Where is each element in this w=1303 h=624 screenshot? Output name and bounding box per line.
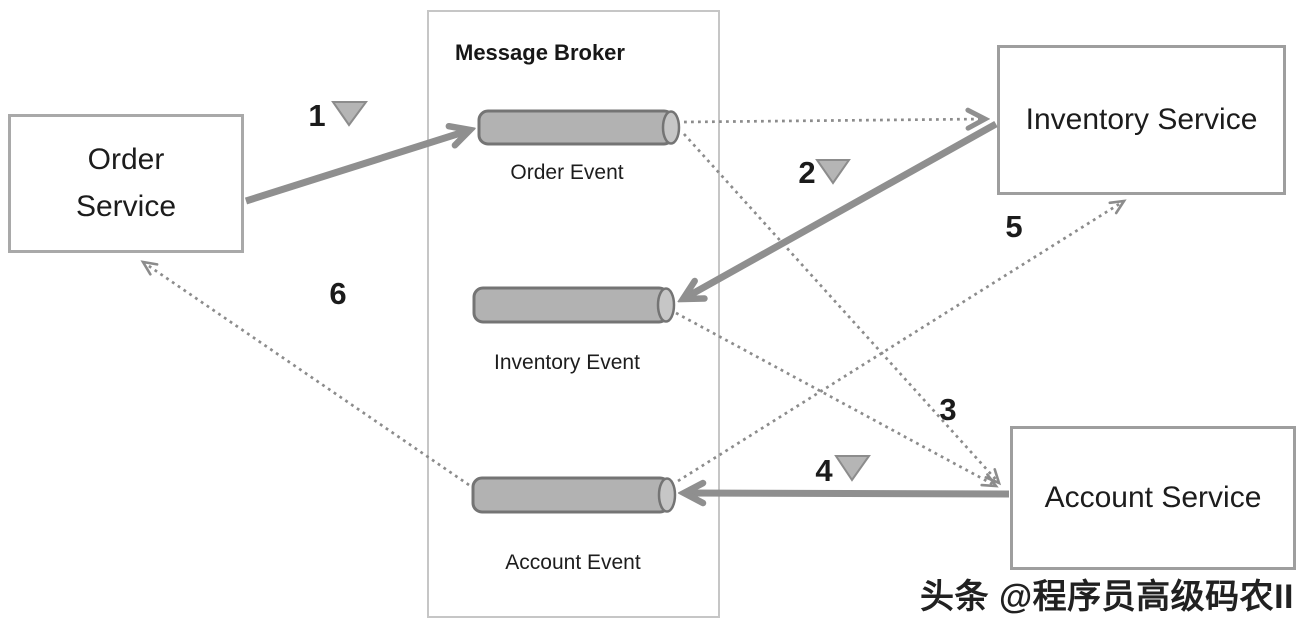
step-label-4: 4 xyxy=(815,453,833,488)
inventory-service-label: Inventory Service xyxy=(1025,103,1258,136)
account-service-label: Account Service xyxy=(1044,481,1262,514)
edge-inventory-service-to-inventory-event xyxy=(683,120,998,299)
edge-order-service-to-order-event xyxy=(244,130,470,205)
account-service-node: Account Service xyxy=(1010,426,1296,570)
inventory-service-node: Inventory Service xyxy=(997,45,1286,195)
step-4-triangle-icon xyxy=(834,455,871,482)
edge-order-event-to-account-service xyxy=(682,133,1002,486)
edge-account-event-to-order-service xyxy=(140,260,470,487)
step-label-6: 6 xyxy=(329,276,347,311)
message-broker-title: Message Broker xyxy=(455,40,625,65)
step-label-5: 5 xyxy=(1005,209,1023,244)
step-1-triangle-icon xyxy=(331,101,368,127)
step-label-1: 1 xyxy=(308,98,326,133)
edge-account-event-to-inventory-service xyxy=(677,199,1127,483)
order-service-node: Order Service xyxy=(8,114,244,253)
watermark-text: 头条 @程序员高级码农II xyxy=(920,578,1294,616)
queue-label-account-event: Account Event xyxy=(505,551,641,574)
queue-label-inventory-event: Inventory Event xyxy=(494,351,640,374)
step-label-2: 2 xyxy=(798,155,816,190)
step-2-triangle-icon xyxy=(815,159,851,185)
queue-label-order-event: Order Event xyxy=(510,161,624,184)
queue-account-event xyxy=(471,476,677,514)
edge-inventory-event-to-account-service xyxy=(675,311,999,488)
edge-order-event-to-inventory-service xyxy=(683,119,985,122)
step-label-3: 3 xyxy=(939,392,957,427)
queue-order-event xyxy=(477,109,681,146)
queue-inventory-event xyxy=(472,286,676,324)
edge-account-service-to-account-event xyxy=(684,493,1010,494)
order-service-label: Order Service xyxy=(75,143,177,223)
